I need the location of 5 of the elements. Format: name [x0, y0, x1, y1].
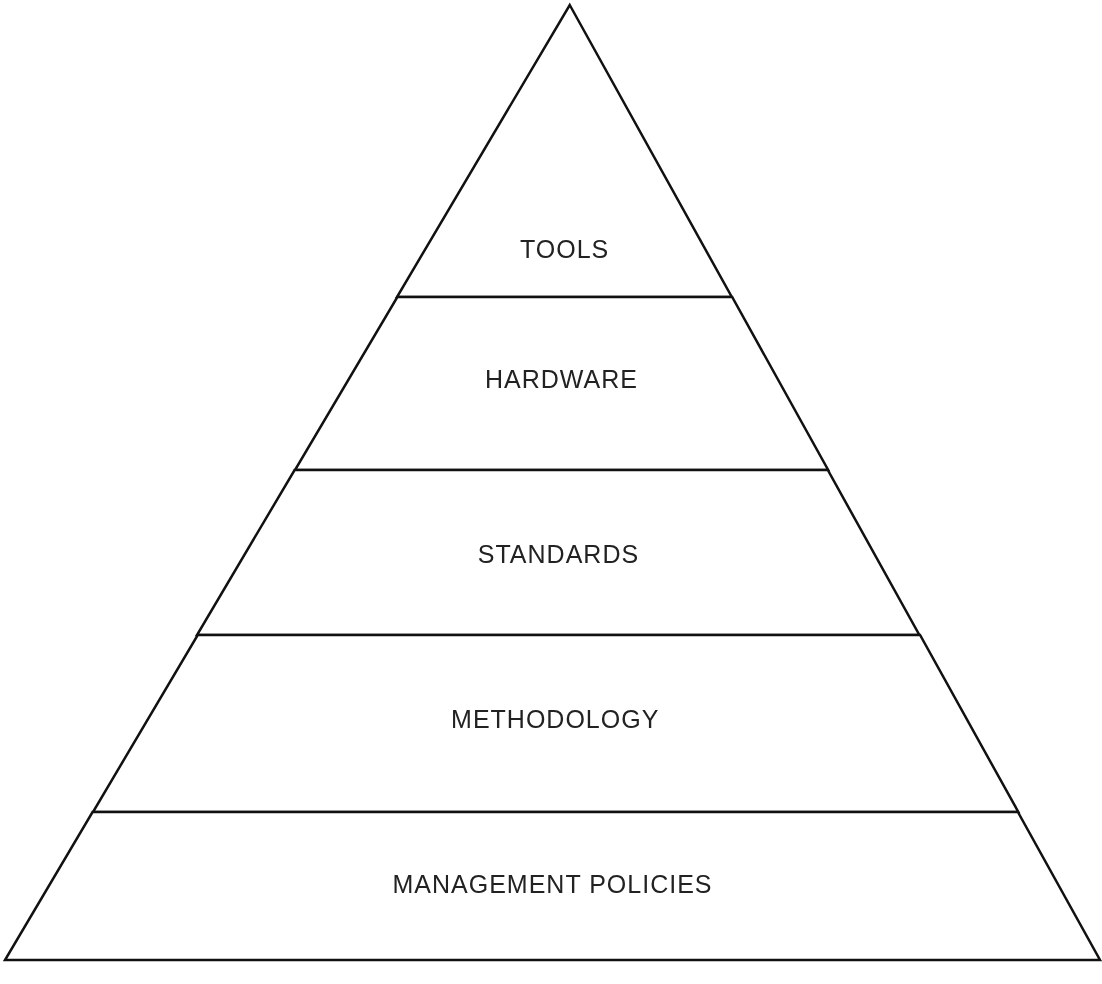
- tier-label: TOOLS: [520, 235, 610, 264]
- tier-label: MANAGEMENT POLICIES: [392, 870, 713, 899]
- tier-label: HARDWARE: [485, 365, 638, 394]
- tier-label: STANDARDS: [477, 540, 640, 569]
- tier-label: METHODOLOGY: [451, 705, 660, 734]
